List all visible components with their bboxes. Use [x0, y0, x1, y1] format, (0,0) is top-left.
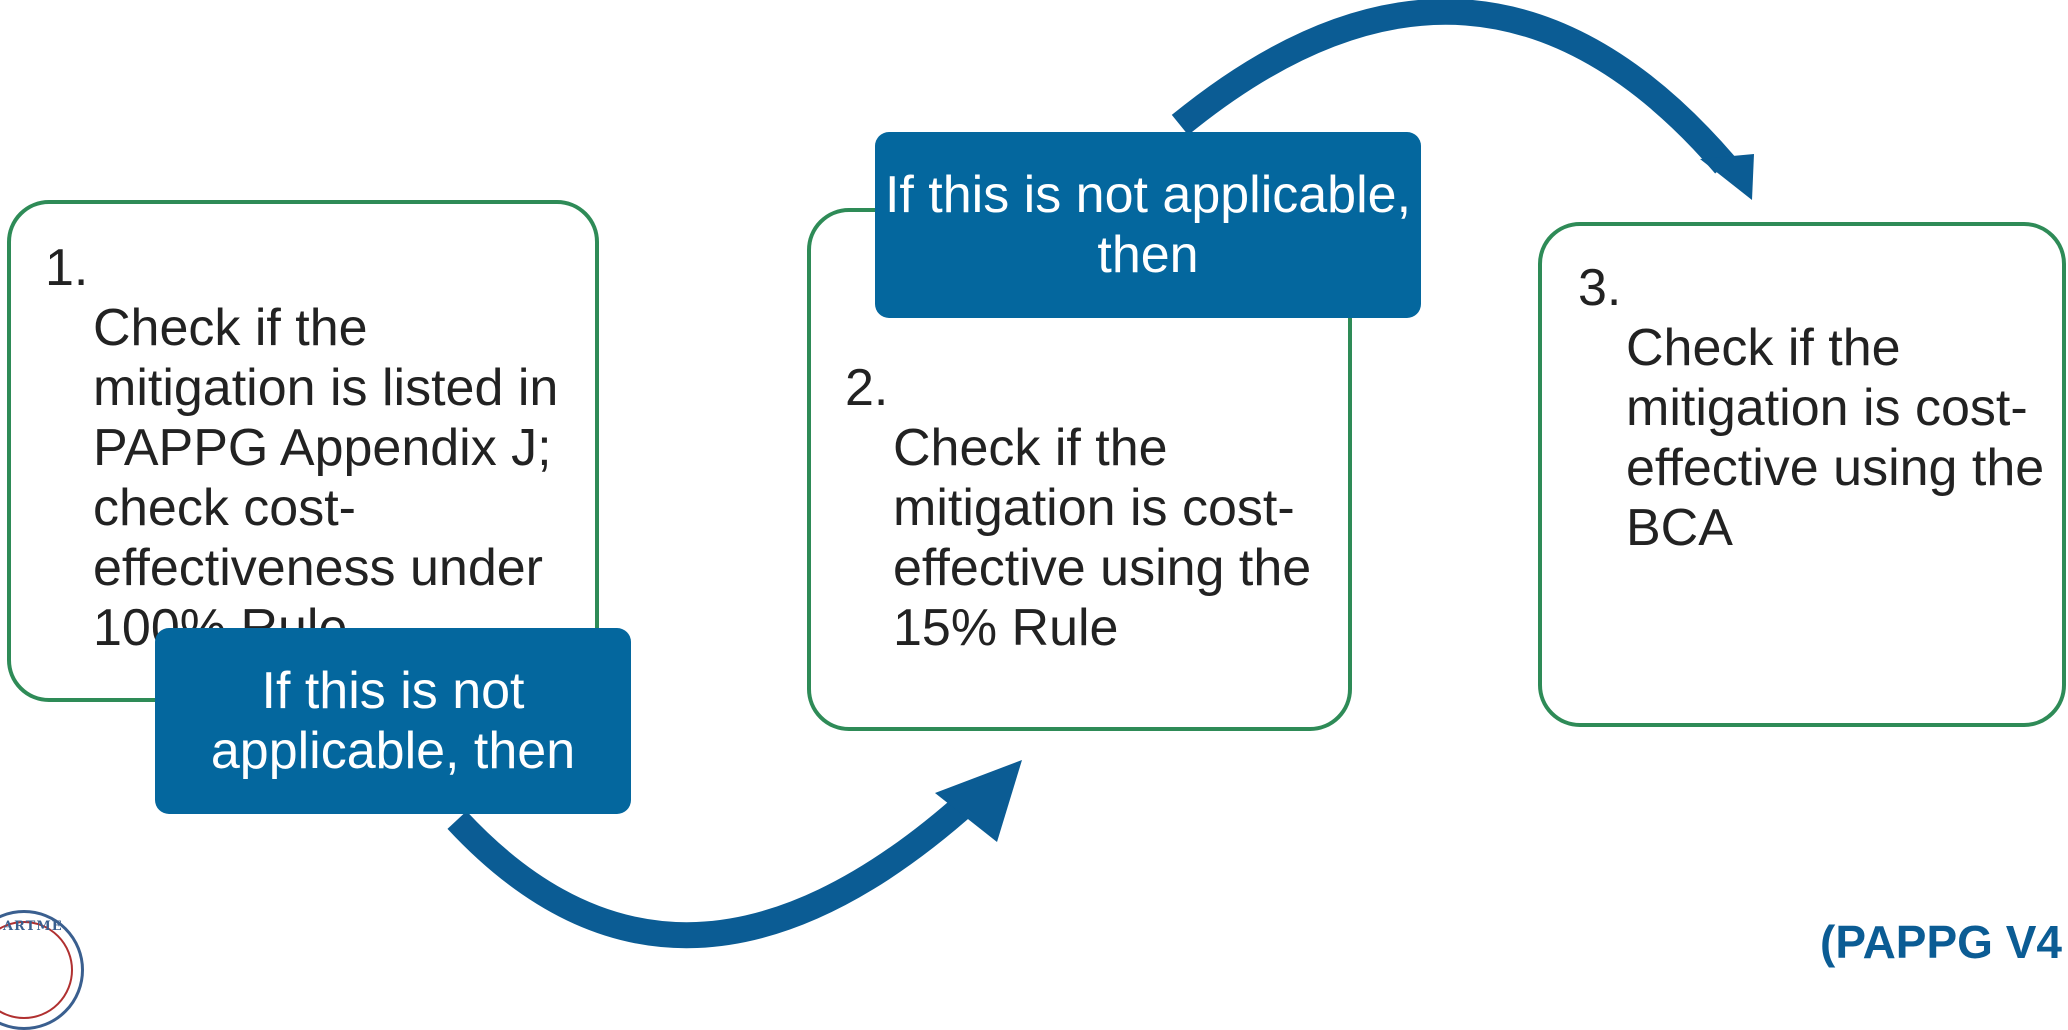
condition-1-text: If this is not applicable, then — [210, 662, 576, 780]
step-2-number: 2. — [845, 359, 889, 417]
step-1-description: Check if the mitigation is listed in PAP… — [93, 299, 559, 657]
step-3-text: 3. Check if the mitigation is cost-effec… — [1578, 258, 2048, 558]
step-2-description: Check if the mitigation is cost-effectiv… — [893, 419, 1312, 657]
condition-2-box: If this is not applicable, then — [875, 132, 1421, 318]
step-3-box — [1538, 222, 2066, 727]
arrow-step2-to-step3 — [1171, 0, 1754, 200]
condition-1-box: If this is not applicable, then — [155, 628, 631, 814]
connector-arrows — [447, 0, 1754, 949]
step-2-text: 2. Check if the mitigation is cost-effec… — [845, 358, 1325, 658]
source-citation: (PAPPG V4 — [1820, 916, 2062, 968]
arrow-step1-to-step2 — [447, 760, 1022, 949]
condition-2-text: If this is not applicable, then — [884, 166, 1412, 284]
step-1-box — [7, 200, 599, 702]
step-3-description: Check if the mitigation is cost-effectiv… — [1626, 319, 2045, 557]
seal-lettering: ARTME — [3, 919, 63, 934]
step-3-number: 3. — [1578, 259, 1622, 317]
seal-inner-ring — [0, 921, 73, 1019]
step-1-text: 1. Check if the mitigation is listed in … — [45, 238, 565, 658]
step-1-number: 1. — [45, 239, 89, 297]
